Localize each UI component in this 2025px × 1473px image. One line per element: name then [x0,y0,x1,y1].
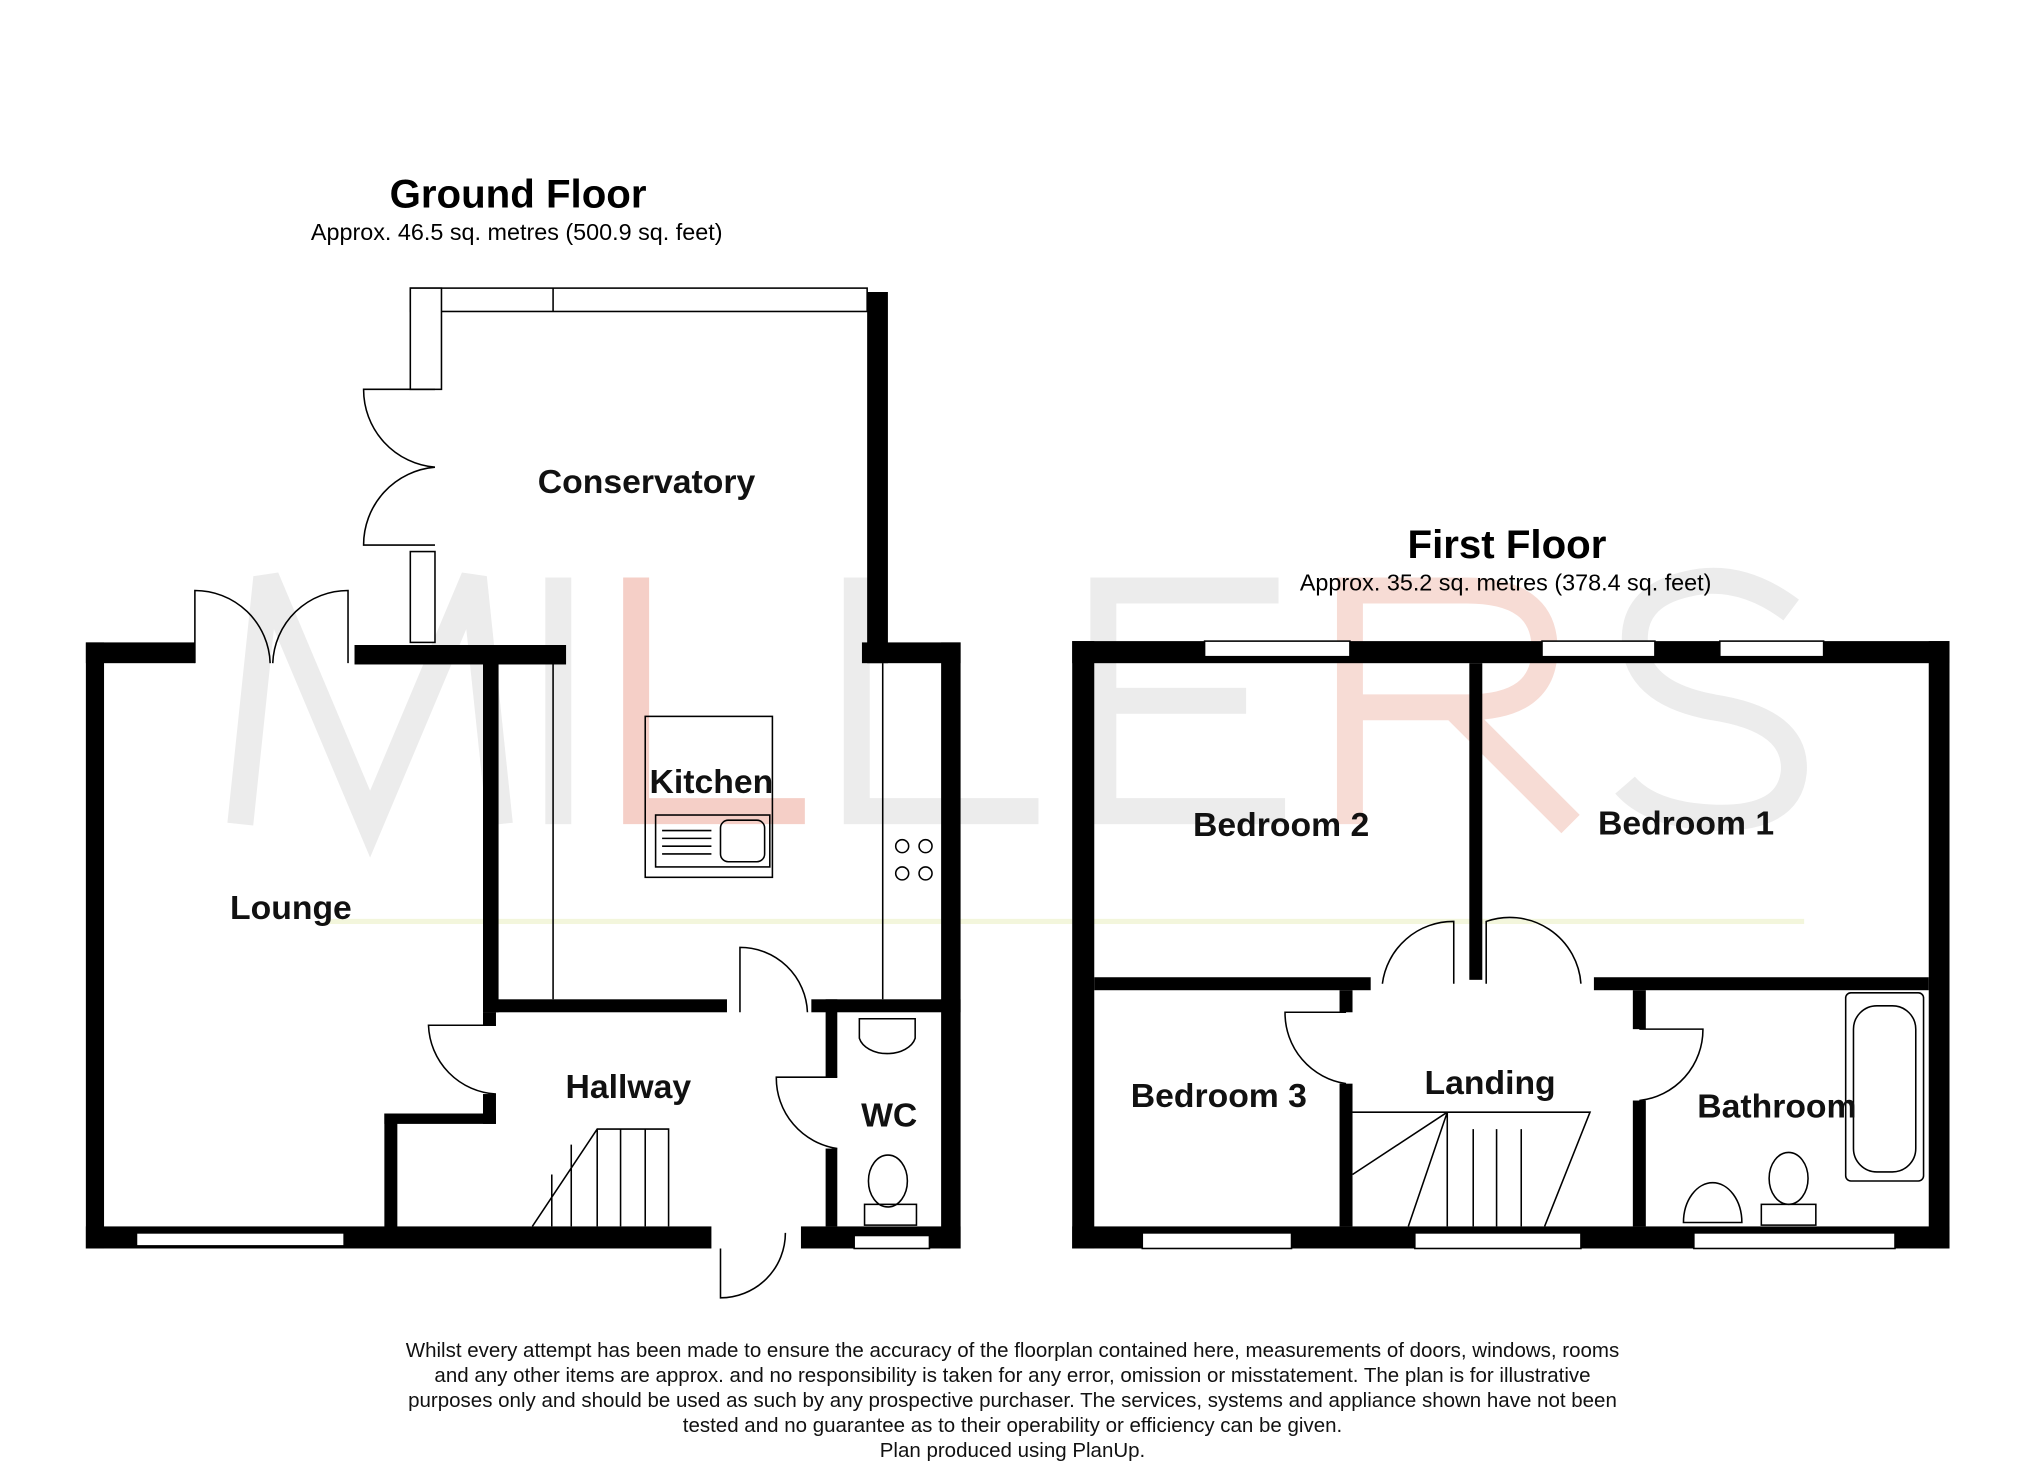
room-label-conservatory: Conservatory [538,463,756,501]
watermark-line [324,918,1805,925]
millers-watermark [227,567,1807,925]
disclaimer-line: tested and no guarantee as to their oper… [682,1414,1343,1437]
room-label-landing: Landing [1425,1064,1556,1102]
room-label-kitchen: Kitchen [650,763,774,801]
room-label-bedroom-1: Bedroom 1 [1598,804,1774,842]
room-label-wc: WC [861,1096,917,1134]
disclaimer-credit: Plan produced using PlanUp. [879,1439,1146,1462]
disclaimer-line: and any other items are approx. and no r… [434,1364,1591,1387]
room-label-bathroom: Bathroom [1697,1087,1856,1125]
disclaimer-line: purposes only and should be used as such… [408,1389,1617,1412]
ground-floor-area: Approx. 46.5 sq. metres (500.9 sq. feet) [311,219,723,245]
room-label-hallway: Hallway [566,1068,692,1106]
room-label-lounge: Lounge [230,889,352,927]
room-label-bedroom-3: Bedroom 3 [1131,1077,1307,1115]
ground-floor-title: Ground Floor [390,172,647,217]
watermark-m [227,572,513,858]
first-floor-title: First Floor [1408,522,1607,567]
first-floor-plan: First Floor Approx. 35.2 sq. metres (378… [1072,522,1950,1250]
disclaimer-line: Whilst every attempt has been made to en… [405,1339,1620,1362]
watermark-l [843,577,1039,825]
disclaimer: Whilst every attempt has been made to en… [300,1338,1725,1463]
room-label-bedroom-2: Bedroom 2 [1193,806,1369,844]
ground-floor-plan: Ground Floor Approx. 46.5 sq. metres (50… [85,172,961,1299]
first-floor-area: Approx. 35.2 sq. metres (378.4 sq. feet) [1300,569,1712,595]
watermark-s [1615,567,1807,831]
watermark-r [1336,577,1580,834]
watermark-e [1090,577,1286,825]
watermark-l-accent [623,577,805,825]
